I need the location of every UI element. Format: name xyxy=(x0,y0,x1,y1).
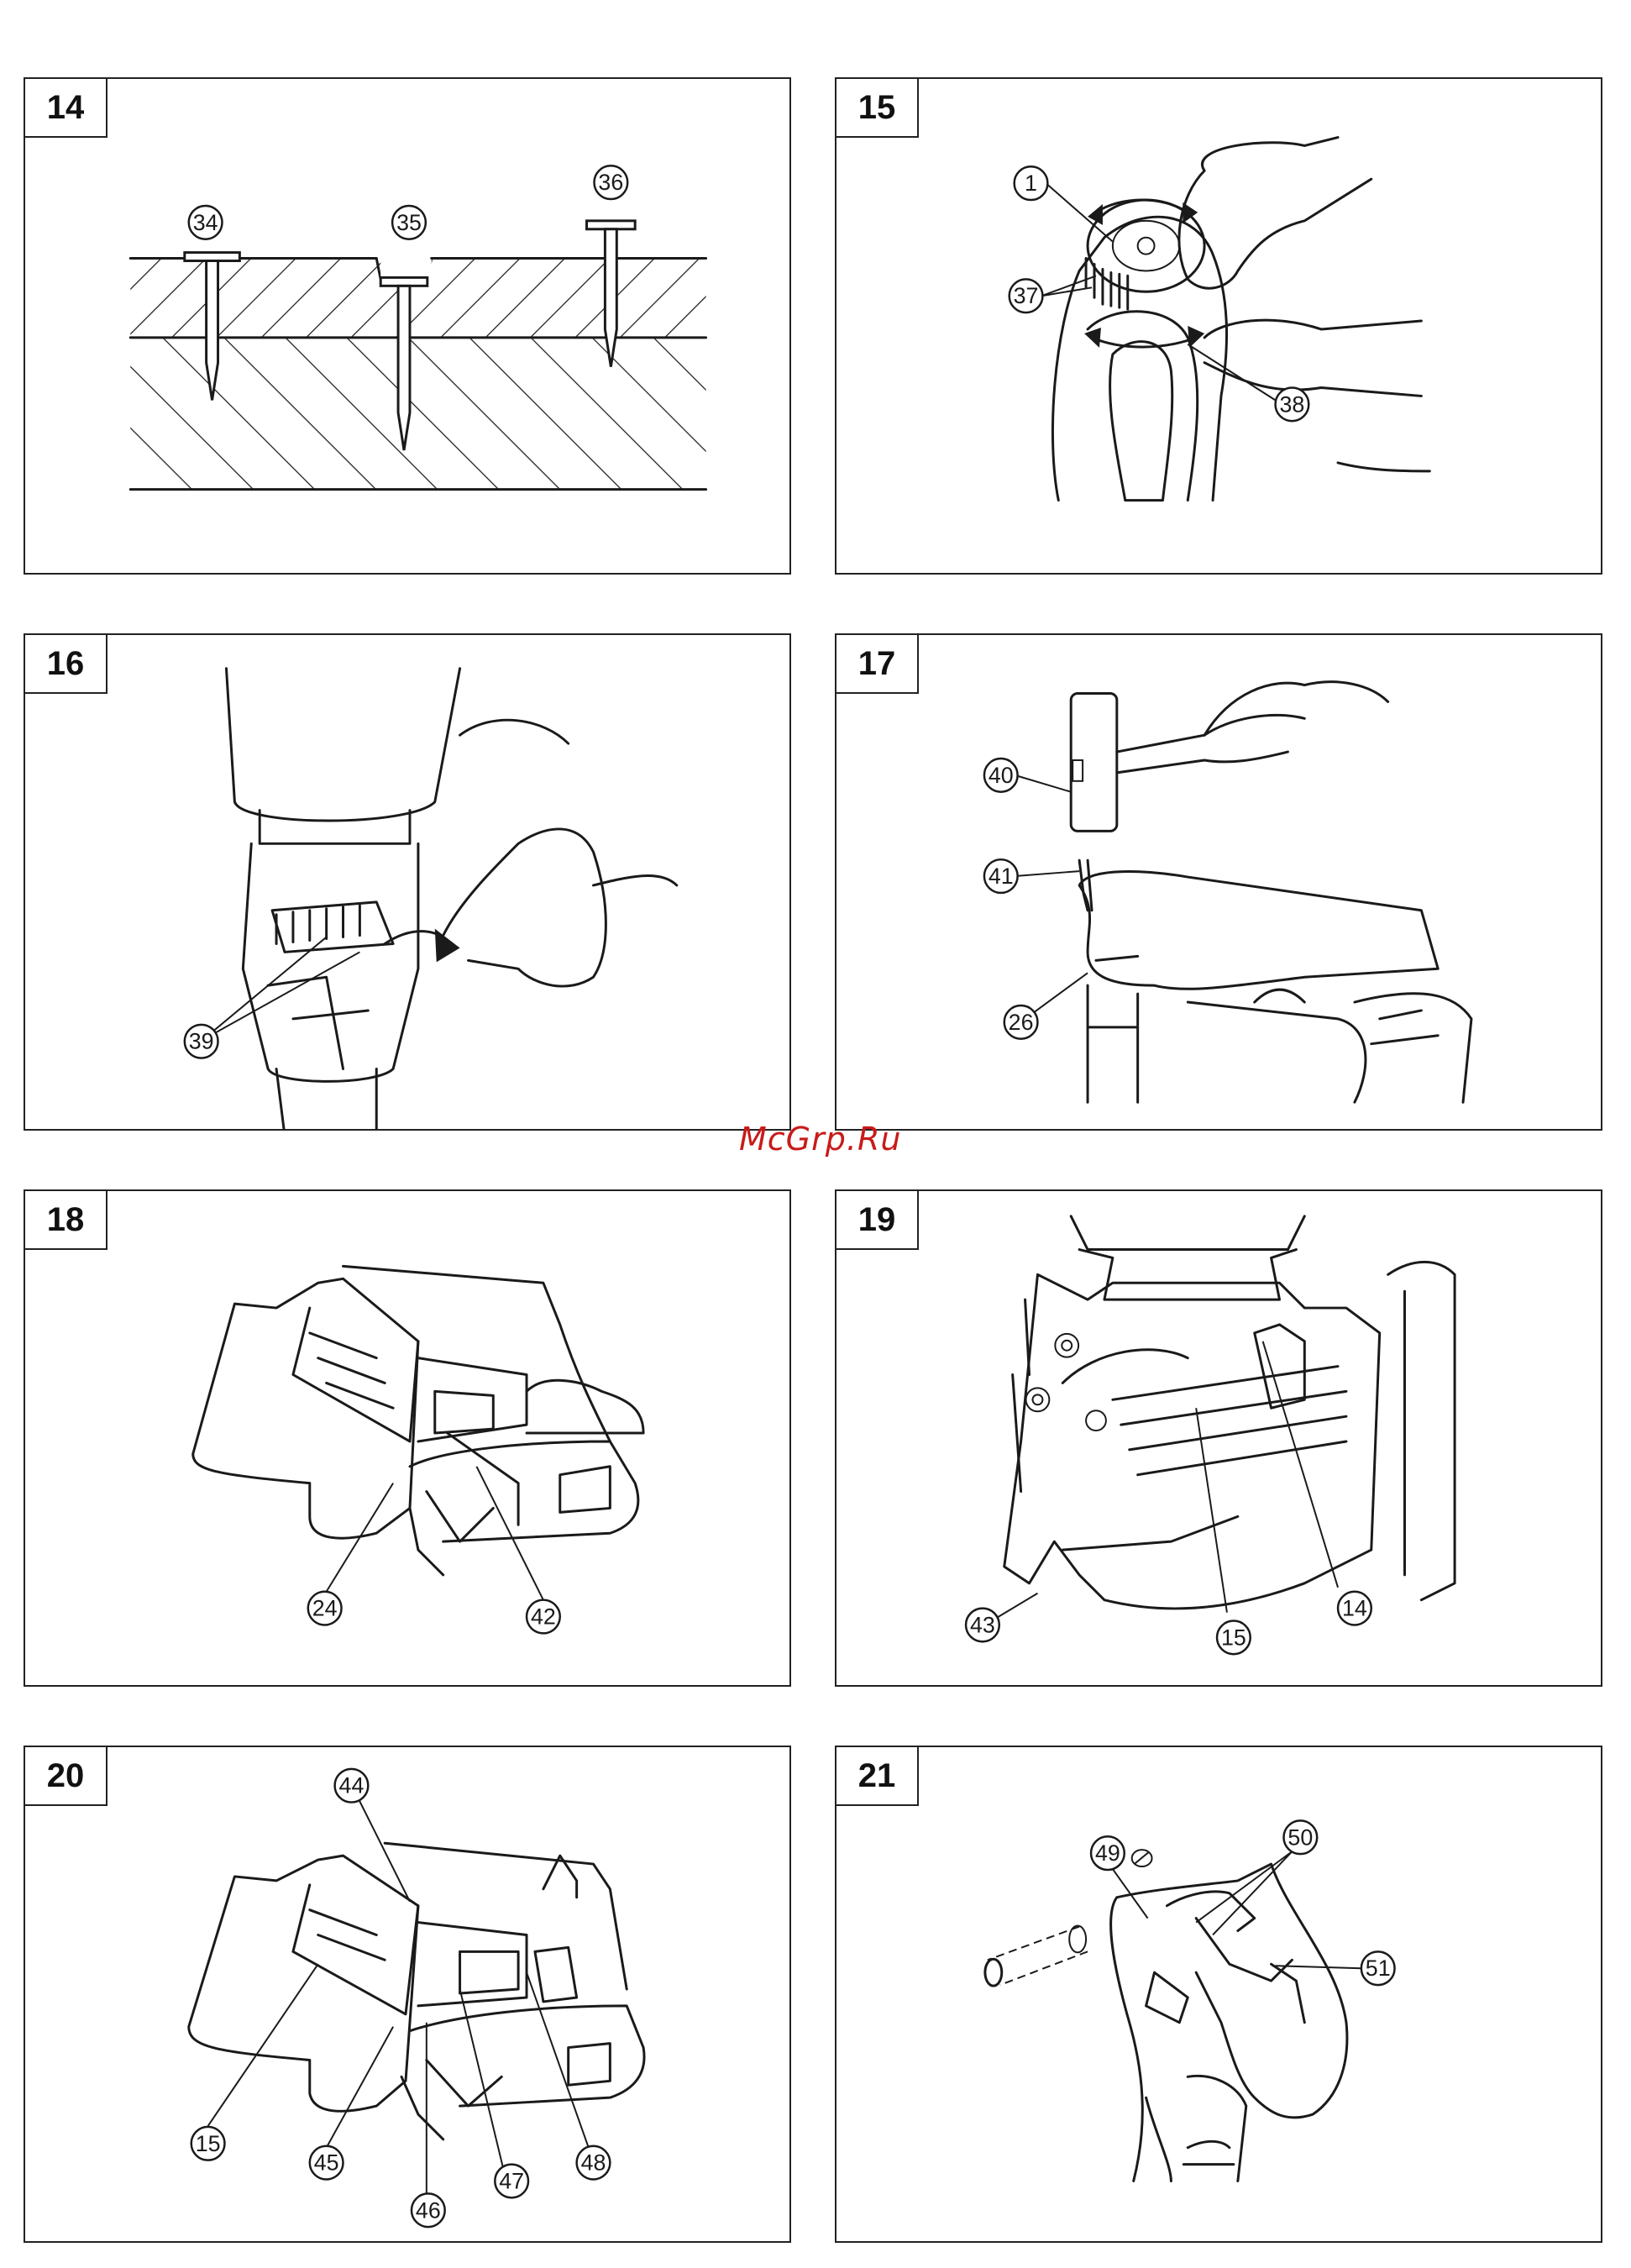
svg-text:51: 51 xyxy=(1366,1956,1391,1981)
svg-text:34: 34 xyxy=(193,210,218,235)
callout-44: 44 xyxy=(335,1769,369,1803)
svg-text:35: 35 xyxy=(396,210,422,235)
figure-17-panel: 17 40 41 26 xyxy=(835,633,1602,1131)
svg-text:50: 50 xyxy=(1287,1824,1313,1850)
depth-adjuster-illustration: 1 37 38 xyxy=(836,79,1601,573)
nail-depth-illustration: 34 35 36 xyxy=(25,79,789,573)
callout-49: 49 xyxy=(1091,1836,1125,1870)
figure-21-panel: 21 49 50 51 xyxy=(835,1746,1602,2243)
svg-text:46: 46 xyxy=(416,2197,441,2223)
svg-text:37: 37 xyxy=(1014,283,1039,308)
nose-guard-illustration: 49 50 51 xyxy=(836,1747,1601,2241)
callout-15: 15 xyxy=(191,2127,225,2160)
svg-text:15: 15 xyxy=(196,2131,221,2156)
svg-text:43: 43 xyxy=(970,1612,995,1637)
callout-39: 39 xyxy=(185,1025,218,1058)
lever-release-illustration: 39 xyxy=(25,635,789,1129)
callout-37: 37 xyxy=(1010,279,1043,312)
callout-38: 38 xyxy=(1276,388,1309,422)
callout-47: 47 xyxy=(495,2165,528,2198)
callout-35: 35 xyxy=(392,206,426,239)
svg-text:1: 1 xyxy=(1025,171,1037,196)
svg-text:44: 44 xyxy=(339,1773,364,1798)
svg-text:26: 26 xyxy=(1009,1010,1034,1035)
callout-36: 36 xyxy=(594,165,627,199)
hammer-pin-illustration: 40 41 26 xyxy=(836,635,1601,1129)
callout-45: 45 xyxy=(310,2146,344,2180)
callout-14: 14 xyxy=(1338,1592,1371,1625)
svg-text:41: 41 xyxy=(989,864,1014,889)
figure-18-panel: 18 24 42 xyxy=(24,1189,791,1687)
svg-text:48: 48 xyxy=(581,2150,606,2176)
callout-51: 51 xyxy=(1361,1951,1395,1985)
callout-15: 15 xyxy=(1217,1621,1251,1655)
callout-41: 41 xyxy=(984,859,1018,893)
figure-15-panel: 15 1 37 38 xyxy=(835,77,1602,575)
callout-24: 24 xyxy=(308,1592,342,1625)
svg-text:14: 14 xyxy=(1342,1596,1367,1621)
svg-text:38: 38 xyxy=(1279,391,1304,417)
svg-text:49: 49 xyxy=(1095,1840,1120,1866)
callout-1: 1 xyxy=(1015,166,1048,200)
nose-assembly-illustration: 43 15 14 xyxy=(836,1191,1601,1685)
figure-19-panel: 19 43 15 14 xyxy=(835,1189,1602,1687)
svg-text:24: 24 xyxy=(312,1596,338,1621)
svg-text:42: 42 xyxy=(531,1604,556,1630)
figure-14-panel: 14 34 35 36 xyxy=(24,77,791,575)
callout-26: 26 xyxy=(1004,1005,1038,1039)
magazine-open-illustration: 24 42 xyxy=(25,1191,789,1685)
svg-text:15: 15 xyxy=(1221,1625,1246,1650)
svg-text:40: 40 xyxy=(989,763,1014,788)
figure-20-panel: 20 44 15 45 46 47 48 xyxy=(24,1746,791,2243)
callout-42: 42 xyxy=(527,1600,560,1634)
callout-40: 40 xyxy=(984,759,1018,792)
figure-16-panel: 16 39 xyxy=(24,633,791,1131)
callout-43: 43 xyxy=(966,1609,999,1642)
svg-text:39: 39 xyxy=(189,1029,214,1054)
callout-34: 34 xyxy=(189,206,223,239)
watermark: McGrp.Ru xyxy=(739,1121,901,1158)
callout-46: 46 xyxy=(412,2193,445,2227)
svg-text:36: 36 xyxy=(598,170,623,195)
callout-50: 50 xyxy=(1283,1820,1317,1854)
svg-text:45: 45 xyxy=(314,2150,339,2176)
svg-text:47: 47 xyxy=(499,2168,524,2193)
jammed-nail-removal-illustration: 44 15 45 46 47 48 xyxy=(25,1747,789,2241)
callout-48: 48 xyxy=(577,2146,611,2180)
